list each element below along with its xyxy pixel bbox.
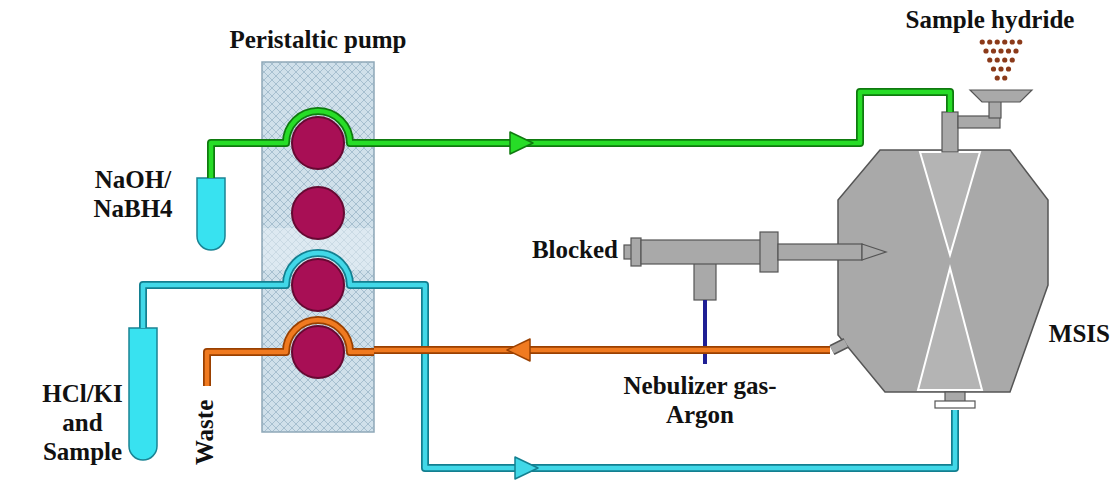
hydride-dot bbox=[1010, 57, 1015, 62]
text-holder: Peristaltic pump bbox=[142, 26, 494, 55]
pump-roller bbox=[292, 326, 344, 378]
hydride-dot bbox=[987, 39, 992, 44]
text-holder: MSIS bbox=[1049, 320, 1110, 349]
hydride-dot bbox=[998, 48, 1003, 53]
arrowhead bbox=[510, 132, 533, 154]
nebulizer-tip bbox=[862, 244, 886, 260]
gas-label: Nebulizer gas- Argon bbox=[605, 372, 795, 430]
label-holder: Waste bbox=[191, 387, 220, 477]
pump-roller bbox=[292, 187, 344, 239]
tube-outline bbox=[211, 111, 374, 178]
hydride-dot bbox=[1006, 48, 1011, 53]
outlet-bowl bbox=[970, 90, 1032, 102]
hydride-dot bbox=[1002, 57, 1007, 62]
pump-roller bbox=[292, 117, 344, 169]
arrowhead bbox=[507, 339, 530, 361]
tube bbox=[374, 348, 830, 353]
hydride-dot bbox=[998, 66, 1003, 71]
sample-tube bbox=[143, 253, 374, 328]
label-holder: HCl/KI and Sample bbox=[30, 380, 135, 466]
label-holder: Sample hydride bbox=[870, 6, 1110, 35]
arm-flange bbox=[760, 232, 778, 272]
pump-box: Peristaltic pump bbox=[262, 62, 374, 432]
tube-outline bbox=[374, 346, 830, 354]
ion-source-box: MSIS bbox=[830, 112, 1112, 410]
spray-cone bbox=[920, 152, 980, 255]
tube bbox=[374, 92, 950, 143]
hydride-dot bbox=[1017, 39, 1022, 44]
reagent-tube bbox=[211, 111, 374, 178]
hydride-dot bbox=[995, 75, 1000, 80]
nebulizer-tube bbox=[778, 244, 862, 260]
pump-title: Peristaltic pump bbox=[142, 26, 494, 55]
waste-label: Waste bbox=[191, 387, 220, 477]
chamber-body bbox=[838, 150, 1048, 392]
hydride-dots bbox=[980, 39, 1023, 80]
label-holder: Nebulizer gas- Argon bbox=[605, 372, 795, 430]
bottom-cap bbox=[935, 401, 975, 408]
tube-outline bbox=[374, 92, 950, 143]
outlet-label: Sample hydride bbox=[870, 6, 1110, 35]
tube-outline bbox=[143, 253, 374, 328]
sample-connector bbox=[374, 285, 955, 479]
hydride-dot bbox=[991, 48, 996, 53]
pump-roller bbox=[292, 259, 344, 311]
waste-tube bbox=[207, 320, 374, 386]
hydride-dot bbox=[1010, 39, 1015, 44]
blocked-cap bbox=[631, 238, 641, 266]
gas-inlet bbox=[694, 262, 716, 300]
spray-cone bbox=[918, 268, 982, 390]
sample-label: HCl/KI and Sample bbox=[30, 380, 135, 466]
label-holder: Blocked bbox=[500, 236, 618, 265]
reagent-label: NaOH/ NaBH4 bbox=[78, 166, 188, 224]
argon-line bbox=[703, 300, 707, 364]
label-holder: NaOH/ NaBH4 bbox=[78, 166, 188, 224]
hydride-dot bbox=[1002, 39, 1007, 44]
drain-pipe-outline bbox=[832, 343, 846, 350]
hydride-dot bbox=[995, 39, 1000, 44]
hydride-dot bbox=[980, 39, 985, 44]
sample-vial bbox=[129, 328, 157, 460]
drain-pipe bbox=[832, 343, 846, 350]
hydride-dot bbox=[983, 48, 988, 53]
hydride-dot bbox=[1002, 75, 1007, 80]
inlet-pipe bbox=[942, 112, 958, 152]
pump-housing bbox=[262, 62, 374, 432]
reagent-connector bbox=[374, 92, 950, 154]
hydride-dot bbox=[1006, 66, 1011, 71]
chamber-name: MSIS bbox=[1049, 320, 1110, 349]
tube bbox=[374, 285, 955, 468]
hydride-dot bbox=[1013, 48, 1018, 53]
hydride-dot bbox=[995, 57, 1000, 62]
tube-outline bbox=[207, 320, 374, 386]
tube-outline bbox=[374, 285, 955, 468]
hydride-dot bbox=[987, 57, 992, 62]
cap-label: Blocked bbox=[500, 236, 618, 265]
hydride-dot bbox=[991, 66, 996, 71]
arrowhead bbox=[515, 457, 538, 479]
nebulizer-arm bbox=[641, 240, 765, 264]
outlet-stem bbox=[989, 100, 1001, 118]
waste-connector bbox=[374, 339, 830, 361]
reagent-vial bbox=[197, 178, 225, 250]
